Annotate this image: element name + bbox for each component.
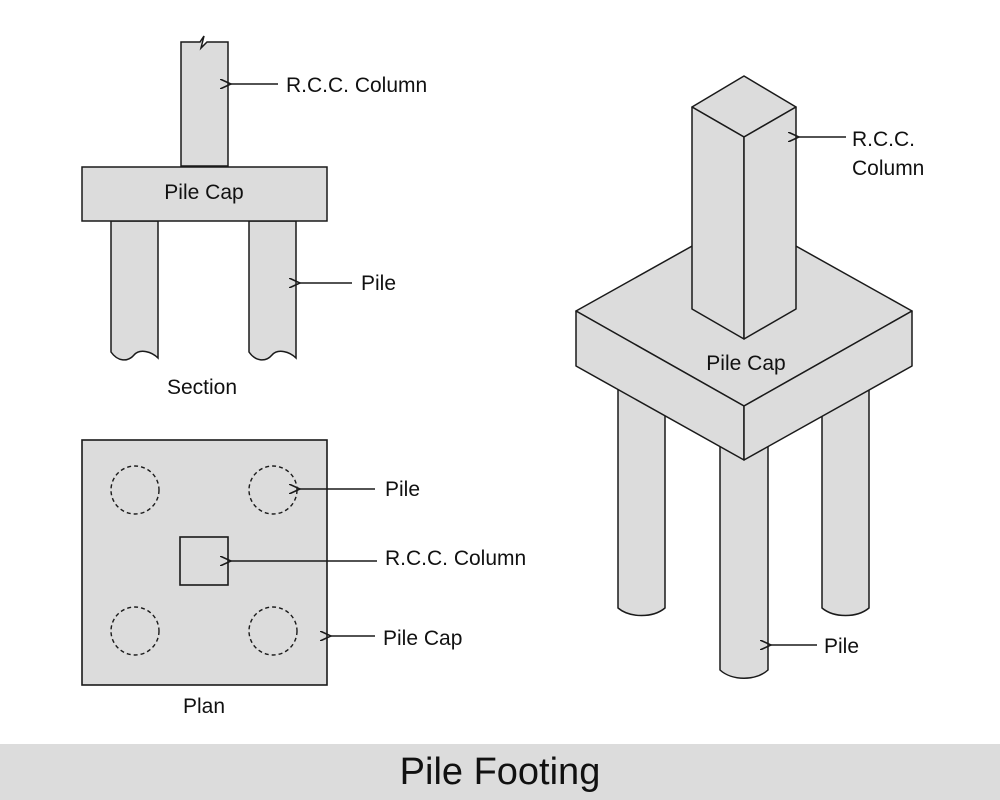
plan-column [179, 536, 229, 586]
pile-footing-diagram: Pile Cap R.C.C. Column Pile Section Pile… [81, 35, 924, 718]
iso-pile-back-left [617, 379, 666, 617]
plan-caption: Plan [183, 695, 225, 718]
iso-pile-label: Pile [824, 635, 859, 658]
section-caption: Section [167, 376, 237, 399]
iso-pile-front [719, 439, 769, 679]
section-view [81, 35, 328, 361]
iso-pile-cap-right-face [743, 310, 913, 461]
section-pile-right [248, 220, 297, 361]
section-pile-cap [81, 166, 328, 222]
plan-pile-label: Pile [385, 478, 420, 501]
section-column-label: R.C.C. Column [286, 74, 427, 97]
iso-pile-cap-label: Pile Cap [706, 352, 785, 375]
iso-pile-back-right [821, 379, 870, 617]
plan-pile-bottom-left [110, 606, 160, 656]
isometric-view [575, 75, 913, 679]
section-pile-label: Pile [361, 272, 396, 295]
diagram-title: Pile Footing [399, 750, 601, 793]
plan-pile-bottom-right [248, 606, 298, 656]
section-pile-cap-label: Pile Cap [164, 181, 243, 204]
plan-column-label: R.C.C. Column [385, 547, 526, 570]
iso-column-label-line1: R.C.C. [852, 128, 915, 151]
plan-pile-cap-label: Pile Cap [383, 627, 462, 650]
section-pile-left [110, 220, 159, 361]
plan-pile-top-left [110, 465, 160, 515]
plan-view [81, 439, 328, 686]
iso-column-left-face [691, 106, 745, 340]
title-bar: Pile Footing [0, 744, 1000, 800]
iso-column-right-face [743, 106, 797, 340]
section-column [180, 35, 229, 167]
iso-column-label-line2: Column [852, 157, 924, 180]
